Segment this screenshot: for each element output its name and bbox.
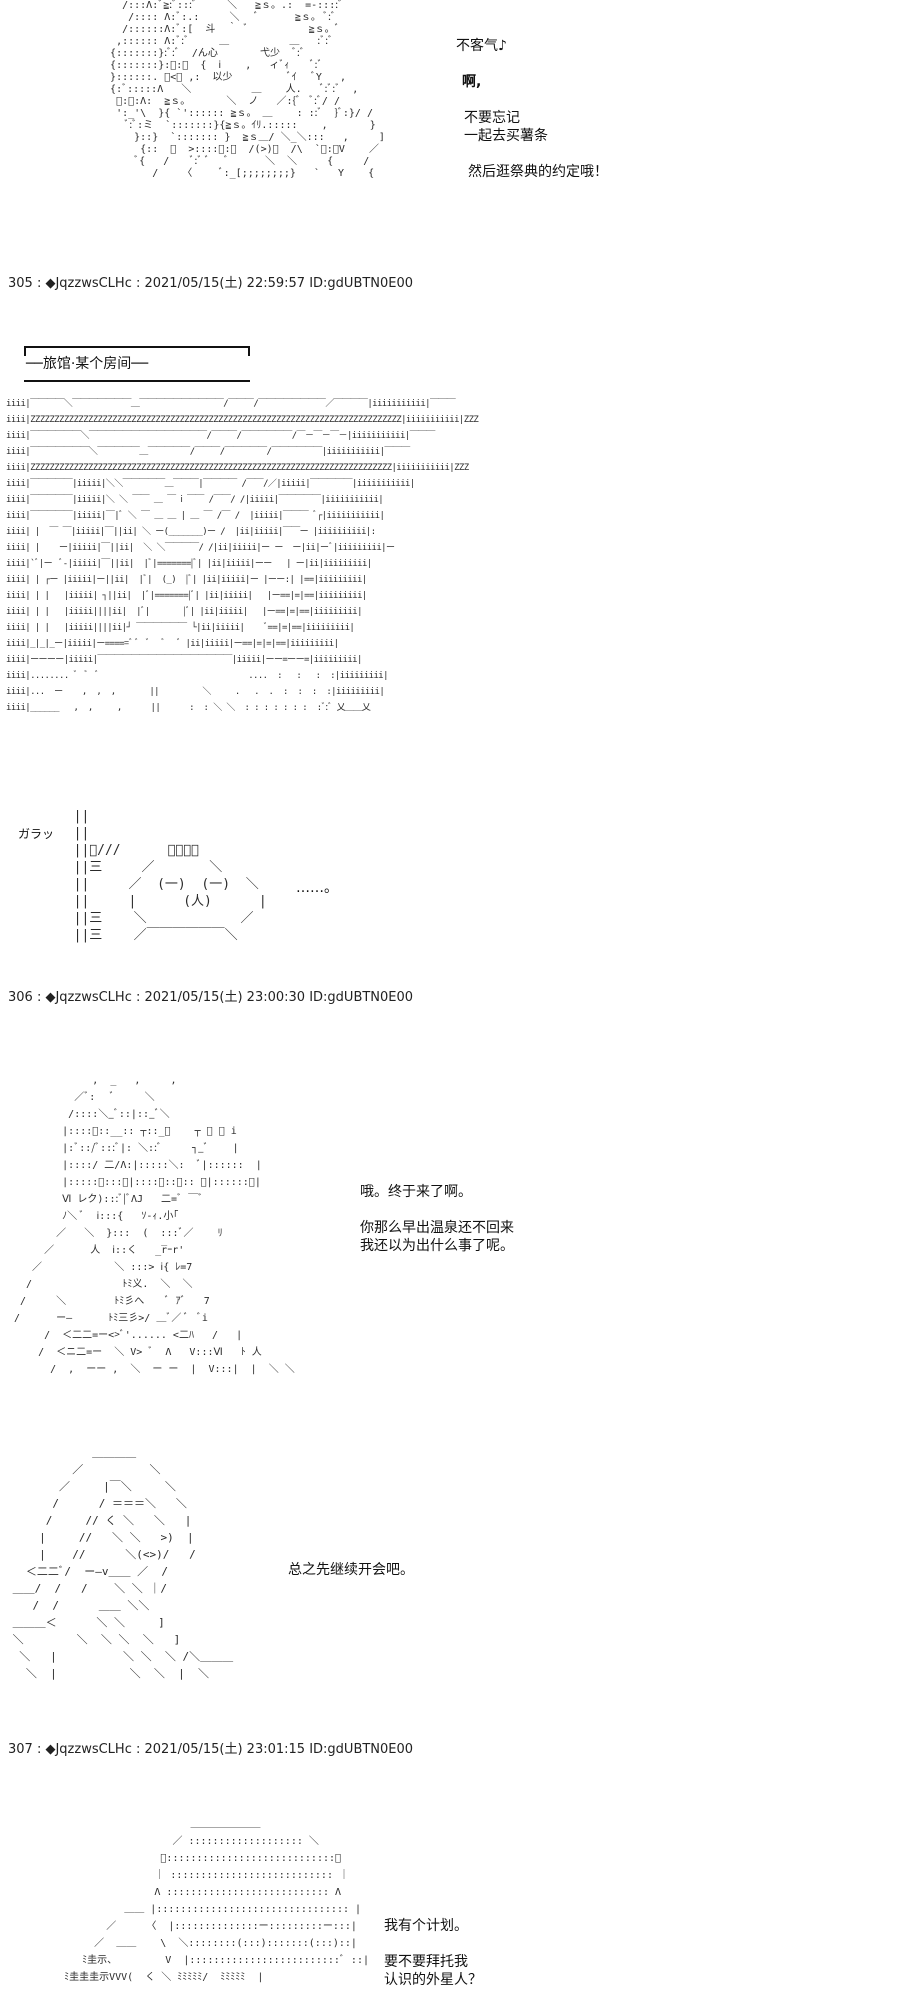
dialog-top-2-text: 啊, [462, 74, 482, 90]
ascii-art-room: iiii|￣￣￣￣＼￣￣￣￣￣￣￣＿￣￣￣￣￣￣￣￣￣￣/￣￣￣/￣￣￣￣￣￣￣… [6, 399, 479, 713]
dialog-307-2: 要不要拜托我 [384, 1954, 468, 1970]
dialog-top-2: 啊, [462, 74, 481, 91]
dialog-top-5: 然后逛祭典的约定哦！ [468, 164, 608, 180]
dialog-306-3: 我还以为出什么事了呢。 [360, 1238, 514, 1254]
post-header-305: 305 : ◆JqzzwsCLHc : 2021/05/15(土) 22:59:… [8, 276, 414, 291]
post-header-306: 306 : ◆JqzzwsCLHc : 2021/05/15(土) 23:00:… [8, 990, 414, 1005]
ascii-art-door-character: || || ||ﾞ/// ＿＿＿＿ ||三 ／ ＼ || ／ (一) (一) ＼… [73, 809, 267, 943]
dialog-top-3: 不要忘记 [464, 110, 520, 126]
ascii-art-character-306: , _ , , ／ﾞ: ﾞ ＼ /::::＼_ﾞ::|::_ﾞ＼ |::::ﾞ:… [14, 1075, 295, 1375]
sfx-door: ガラッ [18, 827, 55, 841]
dialog-307-1: 我有个计划。 [384, 1918, 468, 1934]
ascii-art-character-top: /:::Λ:ﾞ≧:ﾞ:::ﾞ ＼ ≧ｓ。.: =-::::ﾞ /:::: Λ:ﾞ… [110, 0, 385, 179]
sfx-ellipsis: ……。 [296, 880, 338, 896]
dialog-306-1: 哦。终于来了啊。 [360, 1184, 472, 1200]
ascii-art-character-307: ＿＿＿＿＿＿＿ ／ ::::::::::::::::::: ＼ ﾞ:::::::… [64, 1819, 369, 1983]
post-header-307: 307 : ◆JqzzwsCLHc : 2021/05/15(土) 23:01:… [8, 1742, 414, 1757]
scene-title: ──旅馆·某个房间── [26, 356, 149, 372]
dialog-306-4: 总之先继续开会吧。 [288, 1562, 414, 1578]
dialog-306-2: 你那么早出温泉还不回来 [360, 1220, 514, 1236]
dialog-307-3: 认识的外星人？ [384, 1972, 482, 1988]
dialog-top-1: 不客气♪ [456, 38, 507, 54]
scene-title-box [24, 346, 250, 382]
ascii-art-character-306b: ＿＿＿＿ ／ ＼ ／ |￣＼ ＼ / / ＝＝＝＼ ＼ / // く ＼ ＼ |… [12, 1446, 234, 1680]
dialog-top-4: 一起去买薯条 [464, 128, 548, 144]
